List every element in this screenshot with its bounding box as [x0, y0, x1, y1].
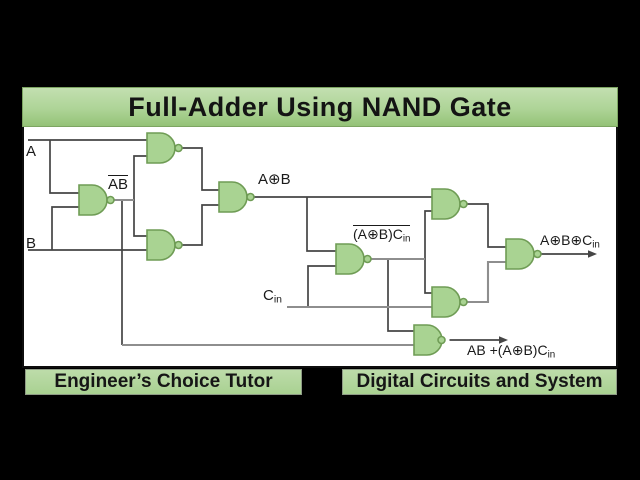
label-xor-ab: A⊕B	[258, 171, 291, 188]
sum-arrowhead-icon	[588, 250, 597, 258]
page-title: Full-Adder Using NAND Gate	[128, 91, 512, 122]
wire-nand5-fanout	[424, 210, 432, 294]
wires-dark	[28, 139, 589, 345]
footer-banner-right: Digital Circuits and System	[342, 369, 617, 395]
footer-banner-left: Engineer’s Choice Tutor	[25, 369, 302, 395]
label-cin: Cin	[263, 287, 283, 306]
label-xorb-cin-sub: in	[402, 233, 411, 245]
nand-gates	[78, 132, 542, 356]
nand-gate-ab	[78, 184, 115, 216]
label-nand-ab: AB	[108, 175, 129, 193]
nand-gate-bottom	[146, 229, 183, 261]
wire-nand3-out	[182, 204, 219, 246]
label-sum-base: A⊕B⊕C	[540, 232, 593, 248]
wire-nand1-fanout	[133, 155, 147, 237]
nand-gate-stage2-top	[431, 188, 468, 220]
wire-a-branch	[49, 140, 79, 194]
nand-gate-xorb-cin	[335, 243, 372, 275]
wires-gray	[114, 198, 506, 347]
channel-name: Engineer’s Choice Tutor	[54, 371, 273, 392]
wire-nand5-to-carry	[387, 259, 414, 332]
wire-xor-branch	[306, 197, 336, 252]
label-cin-base: C	[263, 287, 274, 304]
nand-gate-carry	[413, 324, 446, 356]
nand-gate-top	[146, 132, 183, 164]
wire-nand6-out	[467, 203, 506, 248]
label-input-a: A	[26, 143, 37, 160]
title-banner: Full-Adder Using NAND Gate	[22, 87, 618, 127]
label-xorb-cin: (A⊕B)Cin	[353, 225, 411, 245]
nand-gate-sum	[505, 238, 542, 270]
wire-cin-branch	[307, 265, 336, 307]
label-xorb-cin-base: (A⊕B)C	[353, 226, 403, 242]
label-sum-sub: in	[592, 239, 600, 251]
carry-arrowhead-icon	[499, 336, 508, 344]
series-name: Digital Circuits and System	[356, 371, 603, 392]
arrowheads	[499, 250, 597, 344]
label-carry-sub: in	[547, 349, 556, 361]
label-carry-base: AB +(A⊕B)C	[467, 342, 548, 358]
wire-nand2-out	[182, 147, 219, 191]
label-input-b: B	[26, 235, 37, 252]
nand-gate-stage2-bottom	[431, 286, 468, 318]
nand-gate-xor-out	[218, 181, 255, 213]
label-cin-sub: in	[273, 293, 283, 306]
label-carry-output: AB +(A⊕B)Cin	[467, 342, 556, 361]
wire-nand7-out	[467, 260, 506, 304]
label-sum-output: A⊕B⊕Cin	[540, 232, 600, 251]
wire-b-branch	[51, 206, 79, 250]
